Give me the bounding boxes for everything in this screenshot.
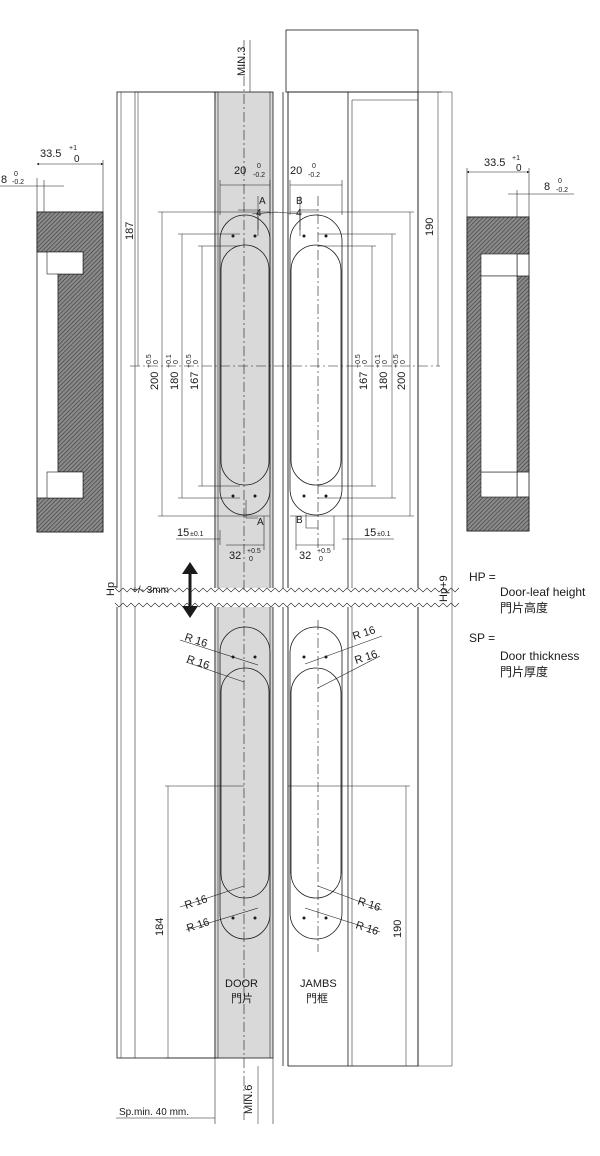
left-profile-depth-tol-up: 0 [14,171,18,178]
dim-right-167-down: 0 [362,360,369,364]
depth-left-value: 32 [229,550,241,562]
depth-right-up: +0.5 [317,548,331,555]
door-slot-tol-up: 0 [257,163,261,170]
section-b-bottom: B [296,515,303,526]
depth-right-value: 32 [299,550,311,562]
bottom-edge-dims [176,516,394,550]
jamb-slot-bottom [289,626,343,940]
dim-left-167-down: 0 [193,360,200,364]
door-slot-offset: 4 [256,208,262,219]
dim-left-200-up: +0.5 [146,354,153,368]
jamb-slot-offset: 4 [296,208,302,219]
left-dimension-lines [120,91,270,1059]
door-slot-bottom [219,626,271,940]
dim-left-167-up: +0.5 [186,354,193,368]
left-profile-depth: 8 [1,174,7,186]
depth-left-up: +0.5 [247,548,261,555]
edge-left-value: 15 [177,527,189,539]
left-profile-depth-tol-down: -0.2 [12,179,24,186]
left-profile-tol-up: +1 [69,145,77,152]
min-top-label: MIN.3 [236,47,248,76]
door-slot-top [219,214,271,516]
center-lines [130,40,440,1120]
legend-sp-en: Door thickness [500,649,579,663]
edge-right-tol: ±0.1 [377,531,391,538]
min-gap-dims [116,40,274,1124]
door-slot-width: 20 [234,165,246,177]
dim-right-180-up: +0.1 [375,354,382,368]
radius-label-1: R 16 [183,631,209,650]
door-slot-tol-down: -0.2 [253,172,265,179]
slot-width-dims [219,180,343,529]
break-line [110,587,465,608]
sp-min-label: Sp.min. 40 mm. [119,1107,189,1118]
dim-right-190-bottom: 190 [392,920,404,938]
dim-right-167-up: +0.5 [355,354,362,368]
right-profile-tol-up: +1 [512,155,520,162]
radius-leaders [179,635,383,933]
dim-right-200-up: +0.5 [393,354,400,368]
radius-label-7: R 16 [356,895,382,914]
left-profile-section: 33.5 +1 0 8 0 -0.2 [0,145,104,533]
dim-right-167: 167 [358,372,370,390]
jamb-slot-top [289,214,343,516]
hp-label: Hp [105,582,117,596]
jamb-slot-tol-down: -0.2 [308,172,320,179]
dim-right-190: 190 [424,218,436,236]
radius-label-4: R 16 [353,648,379,667]
door-label: DOOR [225,978,258,990]
section-a-bottom: A [257,517,264,528]
left-profile-width: 33.5 [40,148,61,160]
labels: MIN.3 MIN.6 Sp.min. 40 mm. 20 0 -0.2 20 … [105,47,586,1118]
legend-hp-en: Door-leaf height [500,585,586,599]
dim-right-200-down: 0 [400,360,407,364]
dim-left-167: 167 [189,372,201,390]
dim-right-200: 200 [396,372,408,390]
left-profile-tol-down: 0 [74,154,80,165]
dim-right-180-down: 0 [382,360,389,364]
section-a-top: A [259,196,266,207]
radius-label-2: R 16 [185,653,211,672]
right-profile-depth-tol-down: -0.2 [556,187,568,194]
min-bottom-label: MIN.6 [243,1085,255,1114]
right-profile-section: 33.5 +1 0 8 0 -0.2 [466,155,574,532]
hp9-label: Hp+9 [438,575,450,602]
depth-right-down: 0 [319,556,323,563]
dim-left-200-down: 0 [153,360,160,364]
right-profile-depth-tol-up: 0 [558,178,562,185]
dim-left-187: 187 [124,222,136,240]
right-profile-depth: 8 [544,181,550,193]
jamb-label-cn: 門框 [306,992,328,1005]
right-profile-width: 33.5 [484,157,505,169]
jamb-label: JAMBS [300,978,337,990]
adjust-arrow [182,562,198,618]
dim-left-180-down: 0 [173,360,180,364]
door-label-cn: 門片 [231,992,253,1005]
radius-label-5: R 16 [183,893,209,912]
radius-label-3: R 16 [351,624,377,643]
right-dimension-lines [288,91,453,1066]
legend-hp-cn: 門片高度 [500,600,548,615]
dim-left-200: 200 [149,372,161,390]
door-and-frame-outline [116,29,452,1067]
edge-left-tol: ±0.1 [190,531,204,538]
legend-hp-key: HP = [469,570,496,584]
section-b-top: B [296,196,303,207]
radius-label-8: R 16 [354,919,380,938]
dim-left-180-up: +0.1 [166,354,173,368]
legend-sp-key: SP = [469,631,495,645]
jamb-slot-tol-up: 0 [312,163,316,170]
radius-label-6: R 16 [185,916,211,935]
edge-right-value: 15 [364,527,376,539]
jamb-slot-width: 20 [290,165,302,177]
adjust-label: +/- 3mm [132,585,169,596]
legend-sp-cn: 門片厚度 [500,664,548,679]
dim-left-184: 184 [154,918,166,936]
dim-left-180: 180 [169,372,181,390]
depth-left-down: 0 [249,556,253,563]
dim-right-180: 180 [378,372,390,390]
right-profile-tol-down: 0 [516,163,522,174]
